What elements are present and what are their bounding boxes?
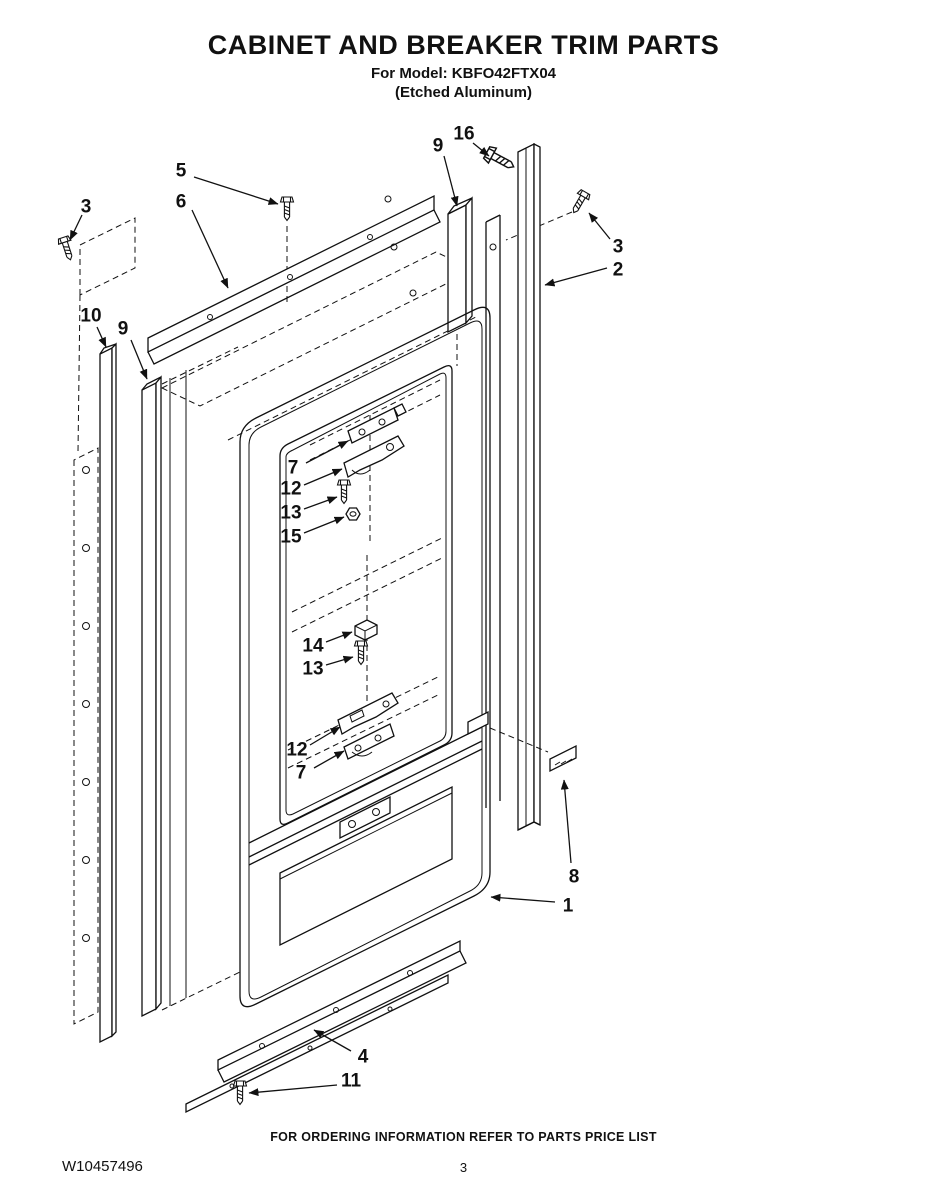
callout-16: 16 xyxy=(453,124,490,157)
callout-9-left: 9 xyxy=(118,319,148,380)
side-trim-9-right xyxy=(447,196,473,366)
side-trim-2 xyxy=(517,142,541,832)
callout-label: 4 xyxy=(358,1047,369,1068)
callout-label: 3 xyxy=(81,197,92,218)
callout-label: 9 xyxy=(433,136,444,157)
callout-2: 2 xyxy=(544,260,624,287)
callout-label: 8 xyxy=(569,867,580,888)
model-line: For Model: KBFO42FTX04 xyxy=(370,65,557,82)
callout-11: 11 xyxy=(248,1071,362,1097)
ordering-note: FOR ORDERING INFORMATION REFER TO PARTS … xyxy=(270,1130,657,1144)
callout-3-right: 3 xyxy=(588,212,624,258)
callout-13-lower: 13 xyxy=(302,655,354,680)
callout-14: 14 xyxy=(302,631,353,657)
callout-12-upper: 12 xyxy=(280,468,343,500)
callout-3-top-left: 3 xyxy=(69,197,92,241)
callout-label: 1 xyxy=(563,896,574,917)
screw-11-icon xyxy=(232,1080,248,1106)
callout-label: 7 xyxy=(296,763,307,784)
screw-16-icon xyxy=(481,144,519,176)
handle-plate xyxy=(339,795,391,840)
cabinet-side-lines xyxy=(161,346,241,1011)
callout-label: 11 xyxy=(341,1071,362,1092)
callout-label: 2 xyxy=(613,260,624,281)
callout-label: 9 xyxy=(118,319,129,340)
callout-label: 12 xyxy=(286,740,307,761)
callout-12-lower: 12 xyxy=(286,726,341,761)
breaker-crossbar xyxy=(248,710,549,866)
callout-label: 7 xyxy=(288,458,299,479)
screw-13-upper-icon xyxy=(336,479,352,505)
finish-line: (Etched Aluminum) xyxy=(395,84,532,101)
document-number: W10457496 xyxy=(62,1158,143,1175)
lower-hinge-hardware xyxy=(287,675,441,769)
callout-label: 5 xyxy=(176,161,187,182)
callout-7-upper: 7 xyxy=(288,440,349,479)
callout-8: 8 xyxy=(560,779,580,888)
callout-5: 5 xyxy=(176,161,279,205)
bottom-rail-11 xyxy=(185,973,449,1114)
clip-8 xyxy=(549,744,577,773)
middle-hardware xyxy=(291,537,443,712)
bottom-rail-4 xyxy=(217,939,467,1083)
top-rail-6 xyxy=(147,194,441,365)
page-header: CABINET AND BREAKER TRIM PARTS For Model… xyxy=(0,0,927,101)
callout-10: 10 xyxy=(80,306,107,348)
page-title: CABINET AND BREAKER TRIM PARTS xyxy=(207,30,720,60)
callout-9-right: 9 xyxy=(433,136,459,207)
screw-13-lower-icon xyxy=(353,640,369,666)
callout-label: 10 xyxy=(80,306,101,327)
callout-6: 6 xyxy=(176,192,229,289)
screw-5-icon xyxy=(279,196,295,222)
callout-label: 13 xyxy=(302,659,323,680)
screw-3-left-icon xyxy=(56,234,78,263)
upper-hinge-hardware xyxy=(309,379,441,545)
callout-label: 12 xyxy=(280,479,301,500)
callout-label: 3 xyxy=(613,237,624,258)
callout-7-lower: 7 xyxy=(296,750,345,784)
page-number: 3 xyxy=(459,1160,468,1175)
callout-label: 6 xyxy=(176,192,187,213)
cabinet-left-panel xyxy=(73,217,136,1025)
callout-4: 4 xyxy=(313,1029,369,1068)
callout-1: 1 xyxy=(490,893,574,917)
side-trim-9-left xyxy=(141,375,162,1018)
callouts: 3 5 6 9 16 3 2 xyxy=(69,124,624,1097)
callout-label: 13 xyxy=(280,503,301,524)
callout-label: 14 xyxy=(302,636,324,657)
door-frame-1 xyxy=(239,306,491,1008)
callout-15: 15 xyxy=(280,516,345,548)
side-trim-10 xyxy=(99,342,117,1044)
screws xyxy=(56,144,592,1106)
callout-label: 16 xyxy=(453,124,474,145)
callout-13-upper: 13 xyxy=(280,496,338,524)
callout-label: 15 xyxy=(280,527,302,548)
